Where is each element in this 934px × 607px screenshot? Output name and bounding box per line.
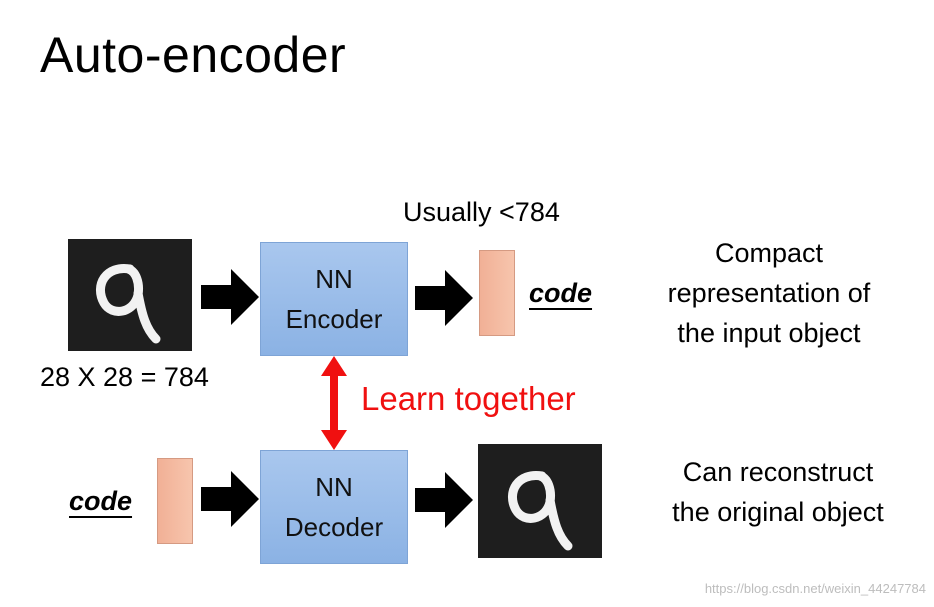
input-digit-image [68,239,192,351]
encoder-description: Compact representation of the input obje… [640,233,898,353]
learn-together-label: Learn together [361,380,576,417]
nn-encoder-line2: Encoder [285,304,383,334]
nn-decoder-box: NN Decoder [260,450,408,564]
decoder-description-line: the original object [672,497,884,527]
encoder-description-line: representation of [667,278,871,308]
output-digit-image [478,444,602,558]
decoder-code-label: code [69,486,133,516]
code-size-note: Usually <784 [403,197,560,227]
decoder-code-vector-bar [157,458,193,544]
decoder-description-line: Can reconstruct [682,457,874,487]
digit-nine-icon [507,471,573,551]
arrow-right-icon [415,472,473,528]
watermark: https://blog.csdn.net/weixin_44247784 [704,581,926,596]
encoder-description-line: the input object [677,318,861,348]
encoder-description-line: Compact [714,238,824,268]
nn-encoder-line1: NN [315,264,353,294]
arrow-right-icon [415,270,473,326]
nn-encoder-box: NN Encoder [260,242,408,356]
double-arrow-icon [320,356,348,455]
nn-decoder-line2: Decoder [284,512,384,542]
nn-decoder-line1: NN [315,472,353,502]
input-size-label: 28 X 28 = 784 [40,362,209,392]
decoder-description: Can reconstruct the original object [640,452,916,532]
slide-title: Auto-encoder [40,27,347,83]
digit-nine-icon [95,264,161,344]
code-vector-bar [479,250,515,336]
encoder-code-label: code [529,278,593,308]
arrow-right-icon [201,269,259,325]
arrow-right-icon [201,471,259,527]
